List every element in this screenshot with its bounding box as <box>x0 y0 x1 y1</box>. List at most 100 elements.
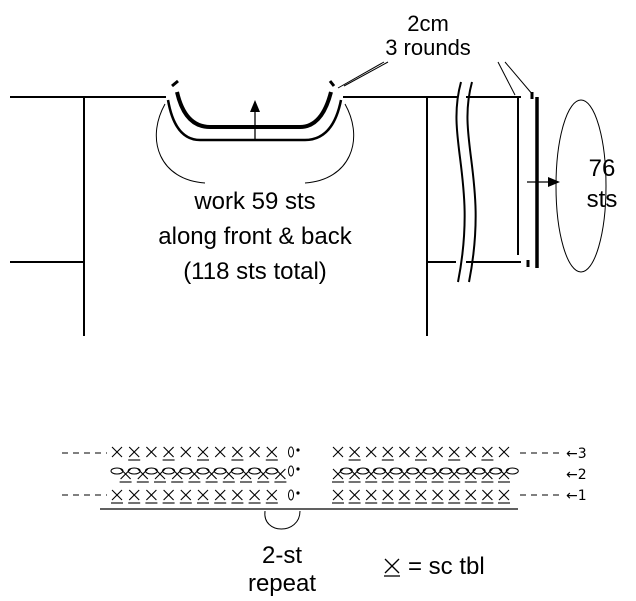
sc-tbl-symbol <box>248 489 261 504</box>
sc-symbol <box>332 446 344 458</box>
sc-tbl-symbol <box>222 468 235 483</box>
sc-tbl-symbol <box>332 468 344 483</box>
sc-symbol <box>180 446 192 458</box>
sc-tbl-symbol <box>171 468 184 483</box>
garment-body <box>10 96 458 336</box>
sc-tbl-symbol <box>265 446 278 461</box>
chain-symbol <box>439 467 453 475</box>
sc-symbol <box>465 446 477 458</box>
sc-tbl-symbol <box>464 489 477 504</box>
neck-edge-outer <box>166 99 343 142</box>
chain-symbol <box>389 467 403 475</box>
sc-symbol <box>214 446 226 458</box>
sc-tbl-symbol <box>348 446 361 461</box>
cuff-label-line2: sts <box>587 186 618 213</box>
sleeve-break-wave-2 <box>466 81 477 283</box>
sc-tbl-symbol <box>481 489 494 504</box>
sc-tbl-symbol <box>381 446 394 461</box>
sc-tbl-symbol <box>481 468 494 483</box>
chain-symbol <box>489 467 503 475</box>
sc-tbl-symbol <box>448 468 461 483</box>
sc-tbl-symbol <box>128 446 141 461</box>
sc-tbl-symbol <box>145 489 158 504</box>
turning-chain-symbol <box>288 489 294 501</box>
chain-symbol <box>456 467 469 475</box>
round-marker-3: ←3 <box>566 446 587 462</box>
sc-tbl-symbol <box>415 468 427 483</box>
cuff-arrow-head <box>548 177 560 187</box>
neck-label-line2: along front & back <box>158 223 352 250</box>
leader-cuff-thin <box>497 61 516 96</box>
cuff-label-line1: 76 <box>589 155 616 182</box>
neck-bracket <box>155 103 355 184</box>
leader-cuff-thick <box>504 61 534 96</box>
repeat-label-line1: 2-st <box>262 542 302 569</box>
neck-arrow-head <box>250 100 260 112</box>
neckline <box>155 79 355 184</box>
sc-tbl-symbol <box>240 468 252 483</box>
neck-label-line1: work 59 sts <box>193 188 315 215</box>
chart-row-1 <box>111 489 510 504</box>
chart-row-2 <box>110 465 519 483</box>
sc-tbl-symbol <box>111 489 123 504</box>
neck-front-dash-right <box>328 80 336 87</box>
chain-symbol <box>505 467 519 475</box>
sc-tbl-symbol <box>274 468 287 483</box>
legend-text: = sc tbl <box>408 553 485 580</box>
slip-stitch-symbol <box>296 491 300 495</box>
neck-front-dash-left <box>171 79 179 88</box>
cuff-round-loop <box>555 99 607 273</box>
sc-tbl-symbol <box>381 468 394 483</box>
sc-tbl-symbol <box>381 489 394 504</box>
sc-tbl-symbol <box>162 446 175 461</box>
sc-tbl-symbol <box>128 489 141 504</box>
sc-tbl-symbol <box>415 446 427 461</box>
sc-tbl-symbol <box>205 468 218 483</box>
chain-symbol <box>339 467 353 475</box>
repeat-bracket <box>264 510 301 530</box>
sc-tbl-symbol <box>448 446 461 461</box>
sc-tbl-symbol <box>365 468 378 483</box>
legend: = sc tbl <box>384 553 485 580</box>
sc-symbol <box>146 446 157 458</box>
turning-chain-symbol <box>288 446 294 458</box>
repeat-label-line2: repeat <box>248 570 316 597</box>
edging-leaders <box>337 61 534 96</box>
sc-tbl-symbol <box>398 489 411 504</box>
stitch-chart: ←3 ←2 ←1 2-st repeat = sc tbl <box>62 446 587 597</box>
leader-neck-left <box>337 61 385 89</box>
chart-row-3 <box>111 446 510 461</box>
sc-tbl-symbol <box>348 468 361 483</box>
chain-symbol <box>406 467 420 475</box>
round-marker-2: ←2 <box>566 467 587 483</box>
sleeve <box>455 81 607 283</box>
slip-stitch-symbol <box>296 448 300 452</box>
sc-tbl-symbol <box>231 489 244 504</box>
sc-tbl-symbol <box>188 468 201 483</box>
leader-neck-right <box>343 61 389 87</box>
sc-symbol <box>111 446 123 458</box>
legend-sc-tbl-symbol <box>384 558 400 577</box>
sc-symbol <box>432 446 443 458</box>
sc-symbol <box>498 446 510 458</box>
sc-tbl-symbol <box>179 489 192 504</box>
sleeve-break-wave-1 <box>455 81 466 283</box>
sc-tbl-symbol <box>348 489 361 504</box>
sc-tbl-symbol <box>265 489 278 504</box>
chain-symbol <box>422 467 436 475</box>
sc-tbl-symbol <box>415 489 427 504</box>
round-marker-1: ←1 <box>566 488 587 504</box>
neck-label-line3: (118 sts total) <box>183 258 327 285</box>
chain-symbol <box>373 467 386 475</box>
sc-tbl-symbol <box>398 468 411 483</box>
sc-symbol <box>399 446 410 458</box>
sc-tbl-symbol <box>231 446 244 461</box>
sc-tbl-symbol <box>365 489 378 504</box>
sc-symbol <box>249 446 260 458</box>
sc-tbl-symbol <box>136 468 149 483</box>
chain-symbol <box>356 467 370 475</box>
sc-tbl-symbol <box>162 489 175 504</box>
sc-tbl-symbol <box>214 489 227 504</box>
sc-tbl-symbol <box>197 489 209 504</box>
